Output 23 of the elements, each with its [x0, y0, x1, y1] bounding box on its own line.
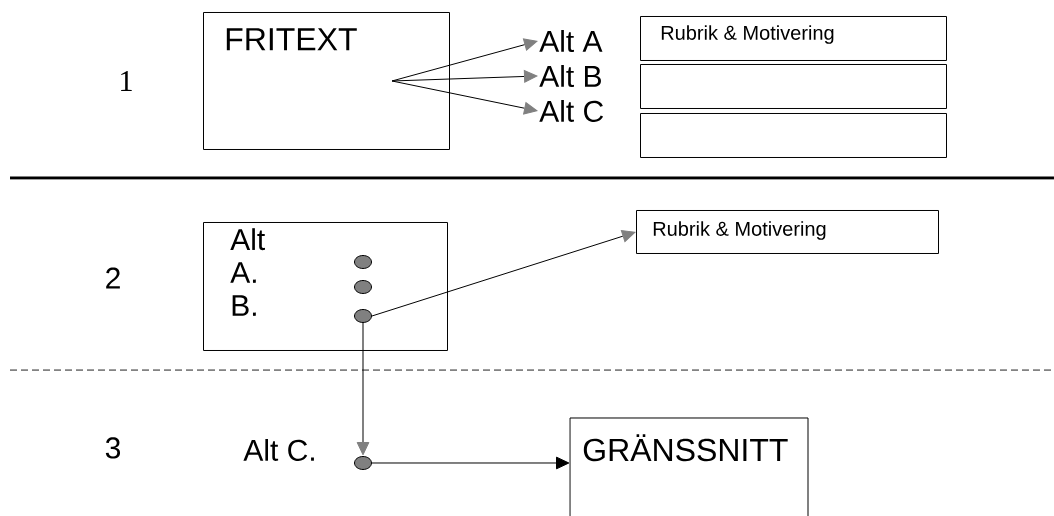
text-box: Alt A. B.: [203, 222, 448, 351]
arrow: [371, 230, 636, 317]
option-label: Alt A: [539, 30, 603, 52]
option-label: Alt B: [539, 65, 601, 87]
arrow: [371, 456, 570, 470]
option-label: Alt C.: [243, 439, 314, 461]
radio-button: [354, 456, 372, 470]
section-number: 2: [106, 267, 120, 289]
radio-button: [354, 280, 372, 294]
arrow: [391, 80, 538, 115]
empty-box: [640, 64, 947, 109]
section-number: 1: [121, 71, 132, 91]
empty-box: [640, 113, 947, 158]
section-number: 3: [105, 437, 121, 459]
text-box: Rubrik & Motivering: [640, 16, 947, 61]
radio-button: [354, 255, 372, 269]
text-box: FRITEXT: [203, 12, 450, 150]
text-box: Rubrik & Motivering: [636, 210, 939, 254]
radio-button: [354, 309, 372, 323]
option-label: Alt C: [539, 100, 604, 122]
text-box: GRÄNSSNITT: [569, 417, 809, 516]
arrow: [356, 322, 370, 456]
arrow: [391, 70, 538, 83]
